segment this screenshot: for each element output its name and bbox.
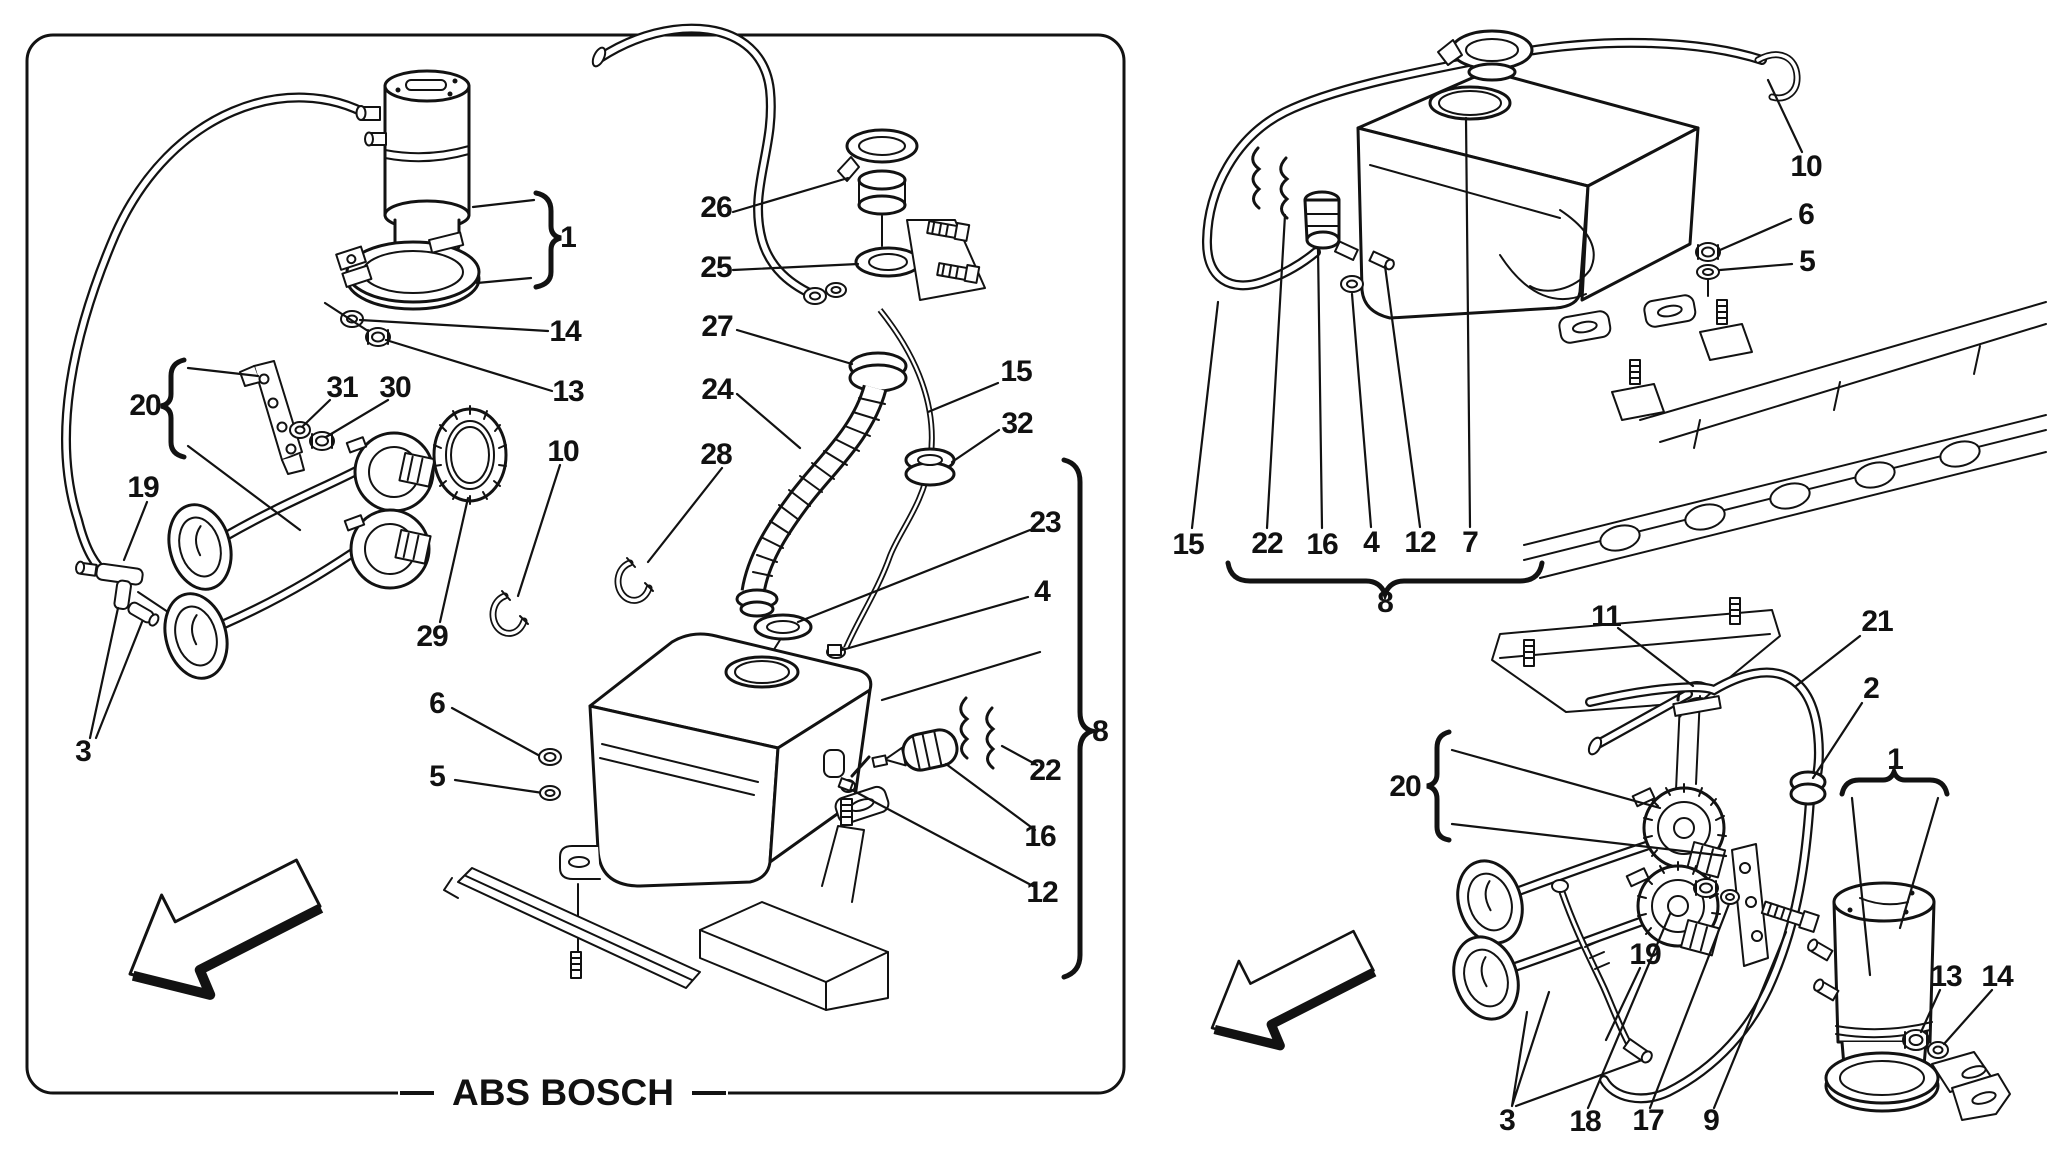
compressor-pump	[335, 69, 481, 347]
washer-pump	[850, 696, 996, 778]
filler-cap	[837, 128, 919, 247]
callout-bottom_right-19: 19	[1629, 938, 1661, 971]
pump-feed-hose	[61, 92, 375, 579]
callout-top_right-10: 10	[1790, 150, 1822, 183]
mounting-tray	[443, 798, 889, 1011]
callout-left_panel-29: 29	[416, 620, 448, 653]
direction-arrow-left	[128, 858, 324, 1000]
callout-top_right-15: 15	[1172, 528, 1204, 561]
callout-bottom_right-18: 18	[1569, 1105, 1601, 1138]
callout-bottom_right-13: 13	[1930, 960, 1962, 993]
mount-bracket-a	[1699, 299, 1753, 361]
horns-diagram	[1210, 597, 2011, 1121]
callout-bottom_right-2: 2	[1863, 672, 1880, 705]
top-right-leader-lines	[1190, 78, 1804, 530]
corrugated-hose	[735, 351, 908, 663]
callout-left_panel-28: 28	[700, 438, 732, 471]
thin-hose-15	[843, 308, 935, 650]
horn-bracket	[1693, 843, 1820, 967]
callout-left_panel-4: 4	[1034, 575, 1051, 608]
bottom-right-leader-lines	[1450, 626, 1994, 1110]
bracket-1-right	[1839, 764, 1950, 797]
callout-bottom_right-3: 3	[1499, 1104, 1516, 1137]
callout-bottom_right-9: 9	[1703, 1104, 1720, 1137]
horn-feed-hose	[1551, 879, 1653, 1064]
callout-top_right-4: 4	[1363, 526, 1380, 559]
callout-left_panel-23: 23	[1029, 506, 1061, 539]
callout-top_right-5: 5	[1799, 245, 1816, 278]
callout-left_panel-10: 10	[547, 435, 579, 468]
brace-8-right	[1225, 560, 1545, 601]
brace-20	[160, 357, 187, 460]
callout-left_panel-24: 24	[701, 373, 733, 406]
callout-left_panel-14: 14	[549, 315, 581, 348]
tee-connector	[75, 560, 169, 627]
callout-bottom_right-14: 14	[1981, 960, 2013, 993]
washer-reservoir	[559, 632, 890, 957]
hook-clip-28	[614, 557, 654, 604]
reservoir-cap	[1437, 29, 1534, 82]
callout-left_panel-3: 3	[75, 735, 92, 768]
callout-left_panel-25: 25	[700, 251, 732, 284]
callout-bottom_right-1: 1	[1887, 743, 1904, 776]
callout-bottom_right-11: 11	[1591, 600, 1622, 633]
callout-top_right-8: 8	[1377, 586, 1394, 619]
mount-bracket-b	[1611, 359, 1665, 421]
air-horns	[163, 431, 436, 680]
callout-left_panel-6: 6	[429, 687, 446, 720]
callout-left_panel-8: 8	[1092, 715, 1109, 748]
callout-left_panel-12: 12	[1026, 876, 1058, 909]
ring-nut	[432, 405, 508, 505]
callout-left_panel-15: 15	[1000, 355, 1032, 388]
horn-compressor	[1807, 881, 2011, 1121]
horn-hose	[1585, 667, 1827, 1104]
hook-clip-10	[489, 590, 529, 637]
callout-left_panel-32: 32	[1001, 407, 1033, 440]
callout-left_panel-22: 22	[1029, 754, 1061, 787]
callout-bottom_right-21: 21	[1861, 605, 1893, 638]
reservoir-pump	[1251, 146, 1395, 293]
callout-left_panel-31: 31	[326, 371, 358, 404]
footer-text: ABS BOSCH	[451, 1072, 675, 1113]
callout-top_right-6: 6	[1798, 198, 1815, 231]
washer-hose-top	[591, 23, 823, 302]
shelf-tube	[1587, 689, 1693, 756]
grommet-32	[904, 447, 956, 487]
callout-top_right-22: 22	[1251, 527, 1283, 560]
tank-fasteners	[1695, 242, 1721, 297]
callout-left_panel-5: 5	[429, 760, 446, 793]
callout-top_right-7: 7	[1462, 526, 1479, 559]
callout-top_right-12: 12	[1404, 526, 1436, 559]
callout-left_panel-16: 16	[1024, 820, 1056, 853]
reservoir-diagram	[1190, 29, 2047, 601]
clamp-clip	[1931, 1051, 2011, 1121]
horns-assembly	[1452, 783, 1727, 1021]
reservoir-tank	[1356, 73, 1753, 421]
left-leader-lines	[88, 176, 1042, 888]
footer-dash-right	[692, 1091, 727, 1095]
brace-20-right	[1426, 729, 1452, 843]
callout-bottom_right-20: 20	[1389, 770, 1421, 803]
brace-1	[533, 190, 562, 290]
callout-left_panel-19: 19	[127, 471, 159, 504]
callout-bottom_right-17: 17	[1632, 1104, 1664, 1137]
callout-left_panel-20: 20	[129, 389, 161, 422]
direction-arrow-right	[1210, 929, 1377, 1051]
mounting-strap	[239, 360, 335, 475]
callout-left_panel-27: 27	[701, 310, 733, 343]
left-panel	[25, 23, 1126, 1095]
brace-8-left	[1061, 457, 1101, 980]
callout-top_right-16: 16	[1306, 528, 1338, 561]
callout-left_panel-30: 30	[379, 371, 411, 404]
reservoir-hose	[1201, 37, 1801, 291]
panel-footer-label: ABS BOSCH	[398, 1070, 728, 1116]
callout-left_panel-26: 26	[700, 191, 732, 224]
callout-left_panel-1: 1	[560, 221, 577, 254]
chassis-rails	[1523, 301, 2047, 579]
footer-dash-left	[399, 1091, 434, 1095]
cap-grommet	[803, 219, 986, 305]
callout-left_panel-13: 13	[552, 375, 584, 408]
